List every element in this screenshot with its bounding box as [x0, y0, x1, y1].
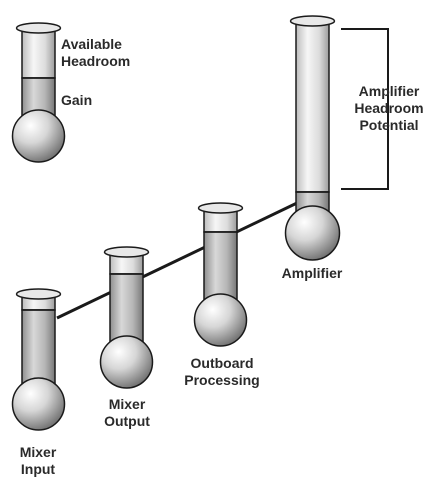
bracket-label-amplifier-headroom-potential: Amplifier Headroom Potential: [354, 83, 424, 133]
legend-label-gain: Gain: [61, 92, 93, 108]
stage-label-mixer-input: Mixer Input: [19, 444, 57, 477]
legend-bulb: [11, 109, 66, 163]
legend-label-available-headroom: Available Headroom: [61, 36, 131, 69]
legend-tube-headroom: [21, 29, 56, 79]
legend-thermometer: [11, 22, 66, 163]
thermometer-outboard-processing: [193, 202, 248, 347]
stage-label-amplifier: Amplifier: [281, 265, 343, 281]
thermometer-mixer-input: [11, 288, 66, 431]
stage-label-mixer-output: Mixer Output: [104, 396, 150, 429]
legend-rim: [15, 22, 62, 34]
gain-line: [56, 201, 298, 320]
headroom-bracket: [341, 28, 389, 190]
thermometer-amplifier: [284, 15, 341, 261]
thermometer-mixer-output: [99, 246, 154, 389]
stage-label-outboard-processing: Outboard Processing: [184, 355, 260, 388]
